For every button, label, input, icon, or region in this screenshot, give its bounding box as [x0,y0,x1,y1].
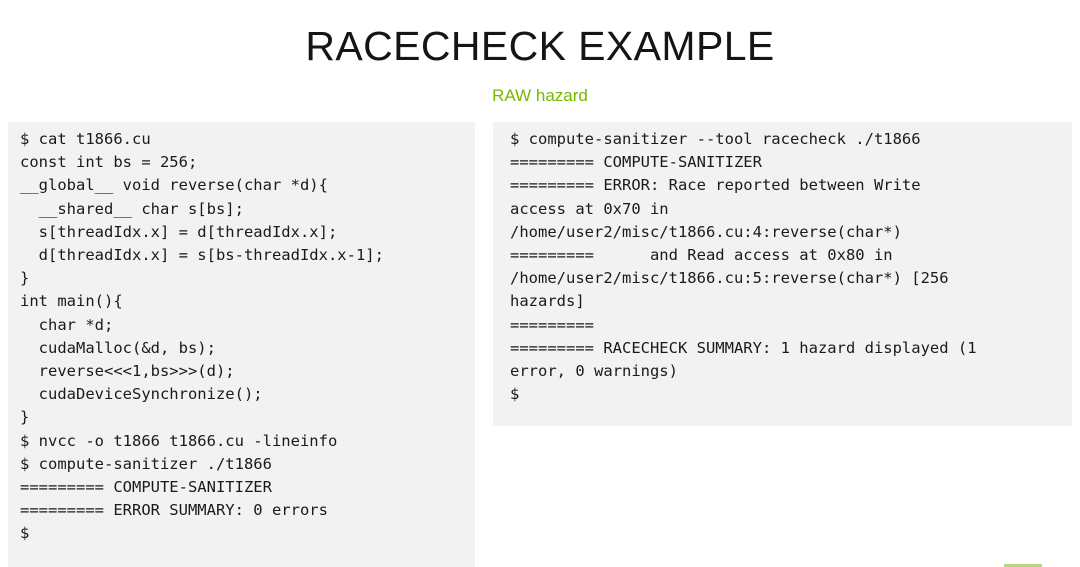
code-line: access at 0x70 in [510,199,669,218]
code-line: /home/user2/misc/t1866.cu:5:reverse(char… [510,269,949,288]
code-line: reverse<<<1,bs>>>(d); [20,362,235,381]
code-line: cudaDeviceSynchronize(); [20,385,263,404]
code-line: d[threadIdx.x] = s[bs-threadIdx.x-1]; [20,246,384,265]
code-line: } [20,269,30,288]
code-line: ========= [510,315,594,334]
code-line: $ compute-sanitizer ./t1866 [20,454,272,473]
code-line: } [20,408,30,427]
code-line: cudaMalloc(&d, bs); [20,338,216,357]
page-title: RACECHECK EXAMPLE [305,23,775,69]
code-line: ========= COMPUTE-SANITIZER [20,478,272,497]
code-line: $ cat t1866.cu [20,130,151,148]
nvidia-logo-icon [1004,564,1042,567]
code-line: ========= COMPUTE-SANITIZER [510,153,762,172]
code-line: error, 0 warnings) [510,362,678,381]
logo-plate [974,553,1070,567]
code-line: ========= ERROR: Race reported between W… [510,176,921,195]
code-line: /home/user2/misc/t1866.cu:4:reverse(char… [510,222,902,241]
code-line: $ nvcc -o t1866 t1866.cu -lineinfo [20,431,338,450]
code-line: $ [510,385,520,404]
page-subtitle: RAW hazard [492,86,588,105]
code-line: hazards] [510,292,585,311]
code-line: ========= ERROR SUMMARY: 0 errors [20,501,328,520]
code-line: __global__ void reverse(char *d){ [20,176,328,195]
code-block-racecheck-output: $ compute-sanitizer --tool racecheck ./t… [493,122,1072,426]
code-line: $ compute-sanitizer --tool racecheck ./t… [510,130,921,148]
code-line: char *d; [20,315,114,334]
code-line: __shared__ char s[bs]; [20,199,244,218]
code-block-source: $ cat t1866.cu const int bs = 256; __globa… [8,122,475,567]
code-line: ========= and Read access at 0x80 in [510,246,893,265]
code-line: $ [20,524,30,543]
code-line: int main(){ [20,292,123,311]
code-line: s[threadIdx.x] = d[threadIdx.x]; [20,222,338,241]
code-line: ========= RACECHECK SUMMARY: 1 hazard di… [510,338,977,357]
code-line: const int bs = 256; [20,153,198,172]
